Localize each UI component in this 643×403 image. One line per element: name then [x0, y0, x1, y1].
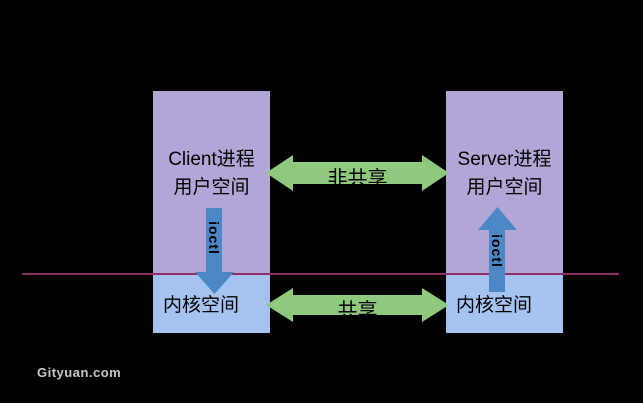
- client-user-space-label: Client进程 用户空间: [153, 146, 270, 202]
- non-shared-label: 非共享: [327, 168, 388, 190]
- server-kernel-space-text: 内核空间: [456, 295, 533, 316]
- non-shared-arrow: [266, 154, 449, 192]
- client-kernel-space-text: 内核空间: [163, 295, 240, 316]
- shared-arrow: [266, 287, 449, 323]
- server-user-space-text: 用户空间: [466, 177, 543, 198]
- kernel-divider-line: [22, 273, 619, 275]
- client-ioctl-label: ioctl: [206, 221, 222, 255]
- client-process-text: Client进程: [168, 149, 255, 170]
- server-kernel-space-box: 内核空间: [446, 274, 563, 333]
- server-process-text: Server进程: [457, 149, 552, 170]
- double-headed-arrow-icon: [266, 155, 449, 191]
- server-ioctl-arrow: [478, 207, 517, 292]
- client-ioctl-arrow: [195, 208, 234, 294]
- shared-label: 共享: [337, 300, 378, 322]
- up-arrow-icon: [478, 207, 517, 292]
- client-user-space-text: 用户空间: [173, 177, 250, 198]
- server-ioctl-label: ioctl: [489, 234, 505, 268]
- down-arrow-icon: [195, 208, 234, 294]
- server-user-space-label: Server进程 用户空间: [446, 146, 563, 202]
- watermark: Gityuan.com: [37, 365, 122, 380]
- double-headed-arrow-icon: [266, 288, 449, 322]
- server-user-space-box: Server进程 用户空间: [446, 91, 563, 274]
